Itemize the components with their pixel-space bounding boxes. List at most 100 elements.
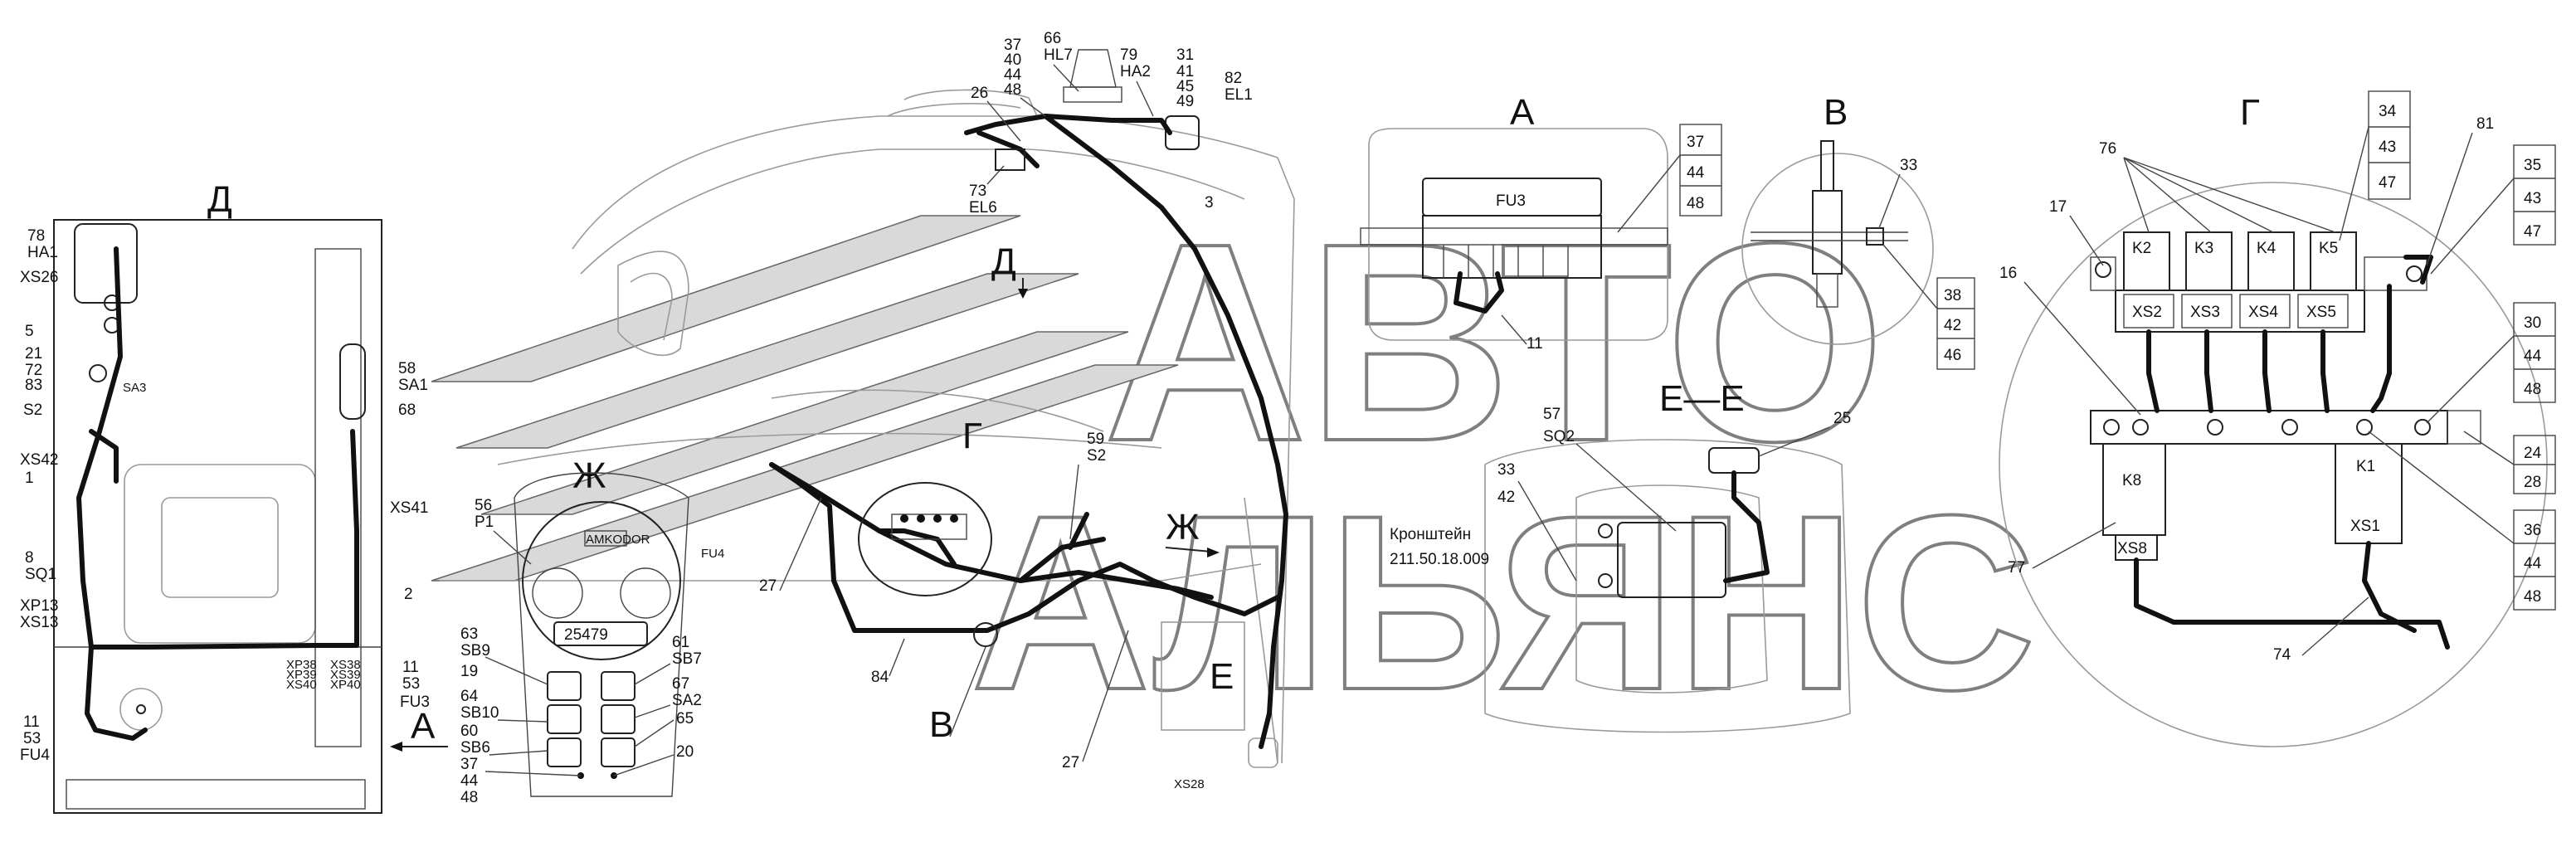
label-XP39: XP39: [286, 668, 317, 682]
cab-label-66: 66: [1044, 30, 1061, 47]
cab-label-3: 3: [1205, 194, 1214, 212]
dash-label-56: 56: [475, 497, 492, 514]
dash-label-20: 20: [676, 743, 694, 761]
dash-label-SB6: SB6: [460, 739, 490, 757]
view-zh-arrow-label: Ж: [1166, 507, 1200, 548]
dash-label-63: 63: [460, 625, 478, 643]
view-v-callout-circle: [973, 622, 998, 647]
instrument-cluster-P1: [522, 501, 681, 660]
dashboard-zh: AMKODOR 25479 56 P1 63 SB9 19 64 SB10 60…: [460, 472, 702, 806]
view-g-label-17: 17: [2049, 198, 2067, 216]
label-68: 68: [398, 402, 416, 419]
label-72: 72: [25, 362, 42, 379]
view-g-label-47b: 47: [2524, 223, 2541, 241]
label-XS39: XS39: [330, 668, 361, 682]
label-8: 8: [25, 549, 34, 567]
view-ee-label-25: 25: [1833, 410, 1851, 427]
label-S2: S2: [23, 402, 42, 419]
view-a-label-11: 11: [1527, 335, 1543, 353]
cab-label-EL6: EL6: [969, 199, 997, 217]
bracket-label-line1: Кронштейн: [1390, 526, 1471, 543]
view-g-label-30: 30: [2524, 314, 2541, 332]
watermark-line2: АЛЬЯНС: [971, 463, 2036, 742]
view-a-label-48: 48: [1687, 195, 1704, 212]
dash-label-60: 60: [460, 723, 478, 740]
relay-K8: [2102, 443, 2166, 536]
dash-label-67: 67: [672, 675, 689, 693]
label-11a: 11: [23, 713, 40, 731]
view-ee-outline: [1484, 439, 1851, 733]
connector-XS5: XS5: [2306, 304, 2336, 321]
relay-K5-label: K5: [2319, 240, 2338, 257]
view-v-label-42: 42: [1944, 317, 1961, 334]
view-g-label-44b: 44: [2524, 555, 2542, 572]
beacon-HL7: [1069, 49, 1117, 88]
watermark: АВТО АЛЬЯНС: [431, 183, 2038, 743]
label-XS42: XS42: [20, 451, 58, 469]
lamp-EL1: [1165, 115, 1200, 150]
dash-label-SB7: SB7: [672, 650, 702, 668]
dash-label-SB9: SB9: [460, 642, 490, 659]
view-g-title: Г: [2240, 92, 2260, 133]
view-v-label-38: 38: [1944, 287, 1961, 304]
view-g-label-48b: 48: [2524, 588, 2541, 606]
cab-label-31: 31: [1176, 46, 1194, 64]
label-2: 2: [404, 586, 413, 603]
view-g-label-34: 34: [2379, 103, 2397, 120]
view-v-outline: [1741, 153, 1934, 345]
view-v-small-label: В: [929, 704, 953, 745]
cab-label-44: 44: [1004, 66, 1022, 84]
dash-label-37: 37: [460, 756, 478, 773]
view-v-label-46: 46: [1944, 347, 1961, 364]
view-ee-label-SQ2: SQ2: [1543, 428, 1575, 445]
bracket-label-line2: 211.50.18.009: [1390, 551, 1489, 568]
label-HA1: HA1: [27, 244, 58, 261]
dash-label-64: 64: [460, 688, 479, 705]
view-v: В 33 38 42 46: [1741, 92, 1975, 370]
cab-label-EL1: EL1: [1225, 86, 1253, 104]
label-11b: 11: [402, 659, 419, 676]
view-g-label-48a: 48: [2524, 381, 2541, 398]
label-1: 1: [25, 470, 34, 487]
relay-K2-label: K2: [2132, 240, 2151, 257]
view-ee-title: Е—Е: [1659, 378, 1745, 419]
view-g-label-81: 81: [2476, 115, 2494, 133]
label-XP13: XP13: [20, 597, 58, 615]
cab-label-26: 26: [971, 85, 988, 102]
label-21: 21: [25, 345, 42, 363]
cab-label-S2: S2: [1087, 447, 1106, 465]
cab-label-40: 40: [1004, 51, 1021, 69]
dash-label-SA2: SA2: [672, 692, 702, 709]
view-v-label-33: 33: [1900, 157, 1917, 174]
view-g-label-43b: 43: [2524, 190, 2541, 207]
connector-XS1: XS1: [2350, 518, 2380, 535]
cab-label-27a: 27: [759, 577, 777, 595]
connector-XS8: XS8: [2117, 540, 2147, 557]
view-a-arrow-label: А: [411, 706, 436, 747]
cab-label-73: 73: [969, 183, 986, 200]
cab-label-45: 45: [1176, 78, 1194, 95]
view-a-title: А: [1510, 92, 1535, 133]
label-XS41: XS41: [390, 499, 428, 517]
dash-label-SB10: SB10: [460, 704, 499, 722]
label-FU3: FU3: [400, 694, 430, 711]
label-XS13: XS13: [20, 614, 58, 631]
view-ee-label-33: 33: [1497, 461, 1515, 479]
cab-label-HL7: HL7: [1044, 46, 1073, 64]
harness-3: [1043, 114, 1288, 749]
view-a: А FU3 11 37 44 48: [1360, 92, 1722, 353]
switch-SQ2: [1617, 522, 1726, 598]
label-83: 83: [25, 377, 42, 394]
watermark-logo-stripes: [431, 215, 1179, 582]
dashboard-outline: [514, 472, 689, 797]
dash-label-19: 19: [460, 663, 478, 680]
odometer-value: 25479: [564, 626, 608, 644]
view-g-label-35: 35: [2524, 157, 2541, 174]
dash-label-65: 65: [676, 710, 694, 728]
view-g-label-77: 77: [2008, 559, 2025, 577]
view-a-label-44: 44: [1687, 164, 1705, 182]
cab-label-79: 79: [1120, 46, 1137, 64]
view-a-FU3: FU3: [1496, 192, 1526, 210]
right-console: [314, 248, 362, 747]
view-g: Г K2 K3 K4 K5 XS2 XS3 XS4 XS5: [1999, 90, 2556, 747]
